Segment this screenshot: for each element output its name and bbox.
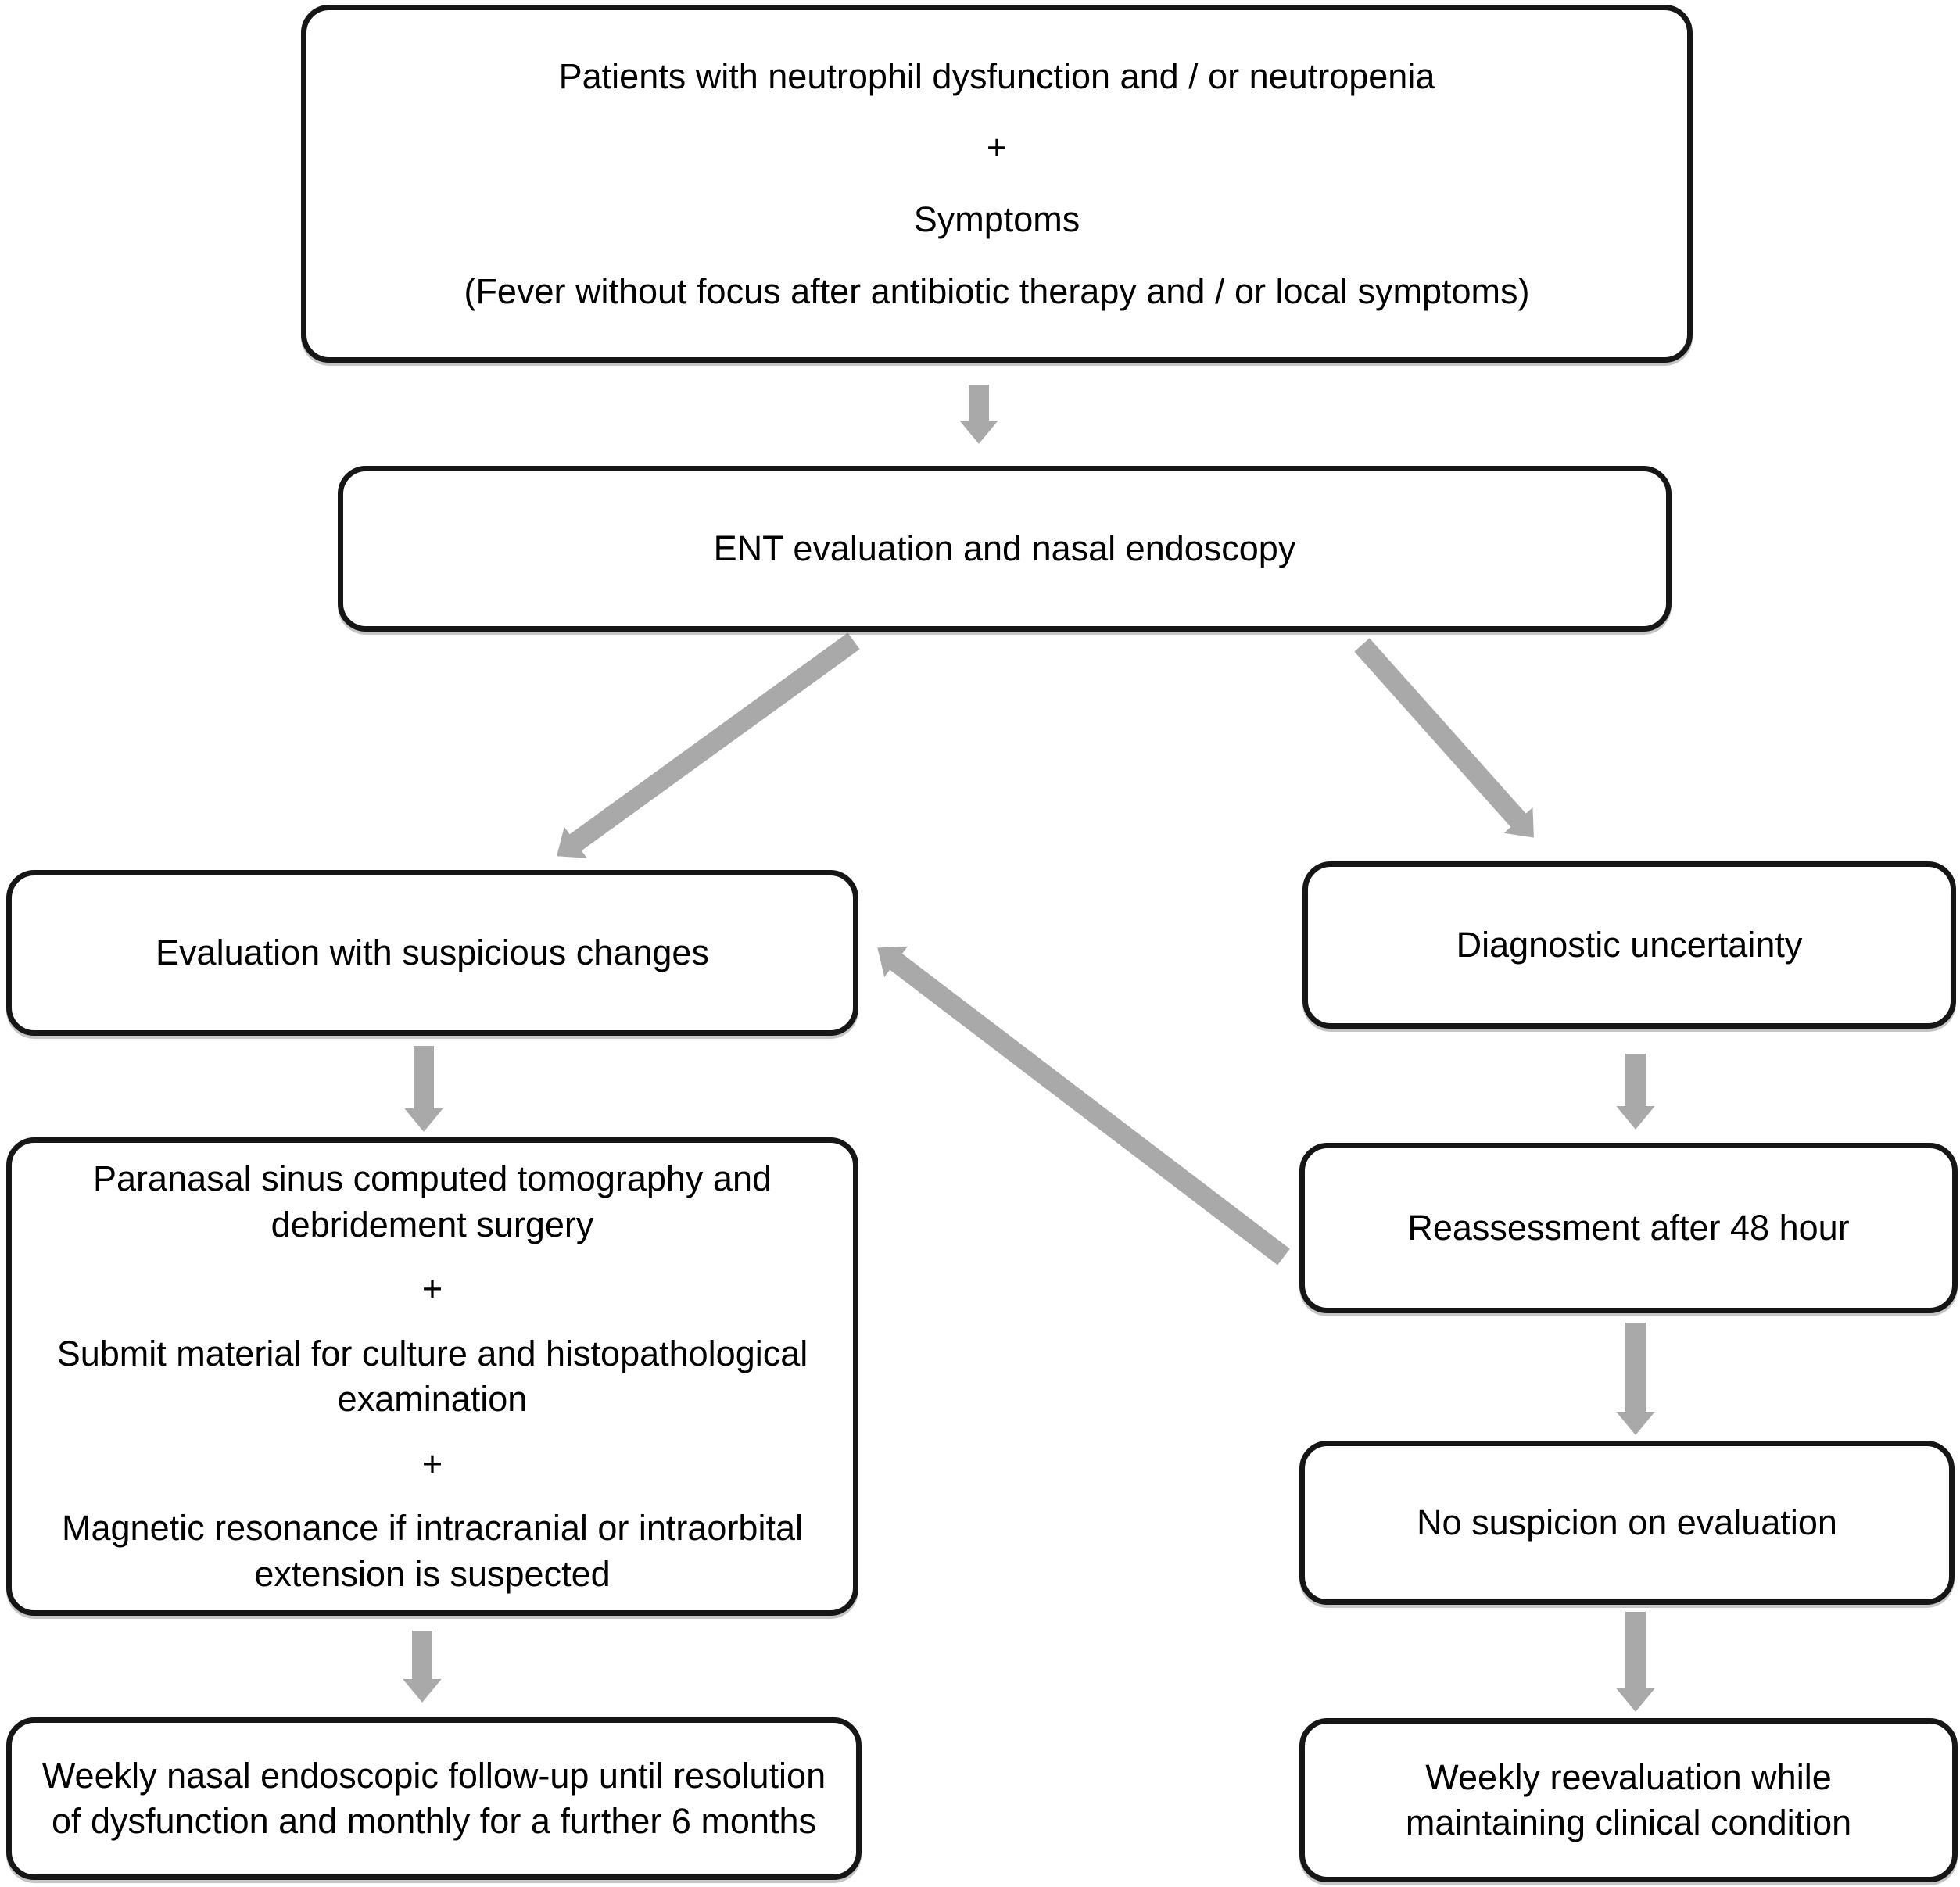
node-text-line: (Fever without focus after antibiotic th… xyxy=(464,270,1530,311)
node-text-line: No suspicion on evaluation xyxy=(1417,1502,1837,1542)
node-text-line: Weekly nasal endoscopic follow-up until … xyxy=(41,1755,826,1842)
arrow-reassessment-to-suspicious xyxy=(877,946,1290,1266)
node-reassessment-48h: Reassessment after 48 hour xyxy=(1299,1143,1958,1313)
node-text-line: Weekly reevaluation while maintaining cl… xyxy=(1405,1756,1852,1843)
arrow-ent-to-diagnostic xyxy=(1354,638,1534,838)
node-text-line: Magnetic resonance if intracranial or in… xyxy=(62,1508,803,1594)
node-text-line: Evaluation with suspicious changes xyxy=(156,932,709,972)
node-weekly-endoscopic-followup: Weekly nasal endoscopic follow-up until … xyxy=(6,1717,862,1880)
node-text-line: Submit material for culture and histopat… xyxy=(56,1333,808,1420)
plus-separator: + xyxy=(421,1269,443,1309)
plus-separator: + xyxy=(421,1443,443,1484)
node-ct-workup: Paranasal sinus computed tomography and … xyxy=(6,1137,858,1616)
node-text-line: Paranasal sinus computed tomography and … xyxy=(92,1158,772,1244)
node-text-line: Diagnostic uncertainty xyxy=(1456,924,1803,965)
plus-separator: + xyxy=(986,127,1008,168)
node-text-line: Reassessment after 48 hour xyxy=(1407,1207,1850,1248)
arrow-ent-to-suspicious xyxy=(557,632,860,858)
node-text-line: ENT evaluation and nasal endoscopy xyxy=(713,528,1296,568)
node-no-suspicion: No suspicion on evaluation xyxy=(1299,1441,1955,1605)
node-weekly-reevaluation: Weekly reevaluation while maintaining cl… xyxy=(1299,1718,1958,1882)
node-ent-evaluation: ENT evaluation and nasal endoscopy xyxy=(338,466,1672,632)
node-text-line: Symptoms xyxy=(913,199,1080,239)
node-patients-criteria: Patients with neutrophil dysfunction and… xyxy=(301,5,1693,363)
node-suspicious-changes: Evaluation with suspicious changes xyxy=(6,870,858,1036)
node-diagnostic-uncertainty: Diagnostic uncertainty xyxy=(1302,861,1956,1029)
node-text-line: Patients with neutrophil dysfunction and… xyxy=(558,56,1435,96)
